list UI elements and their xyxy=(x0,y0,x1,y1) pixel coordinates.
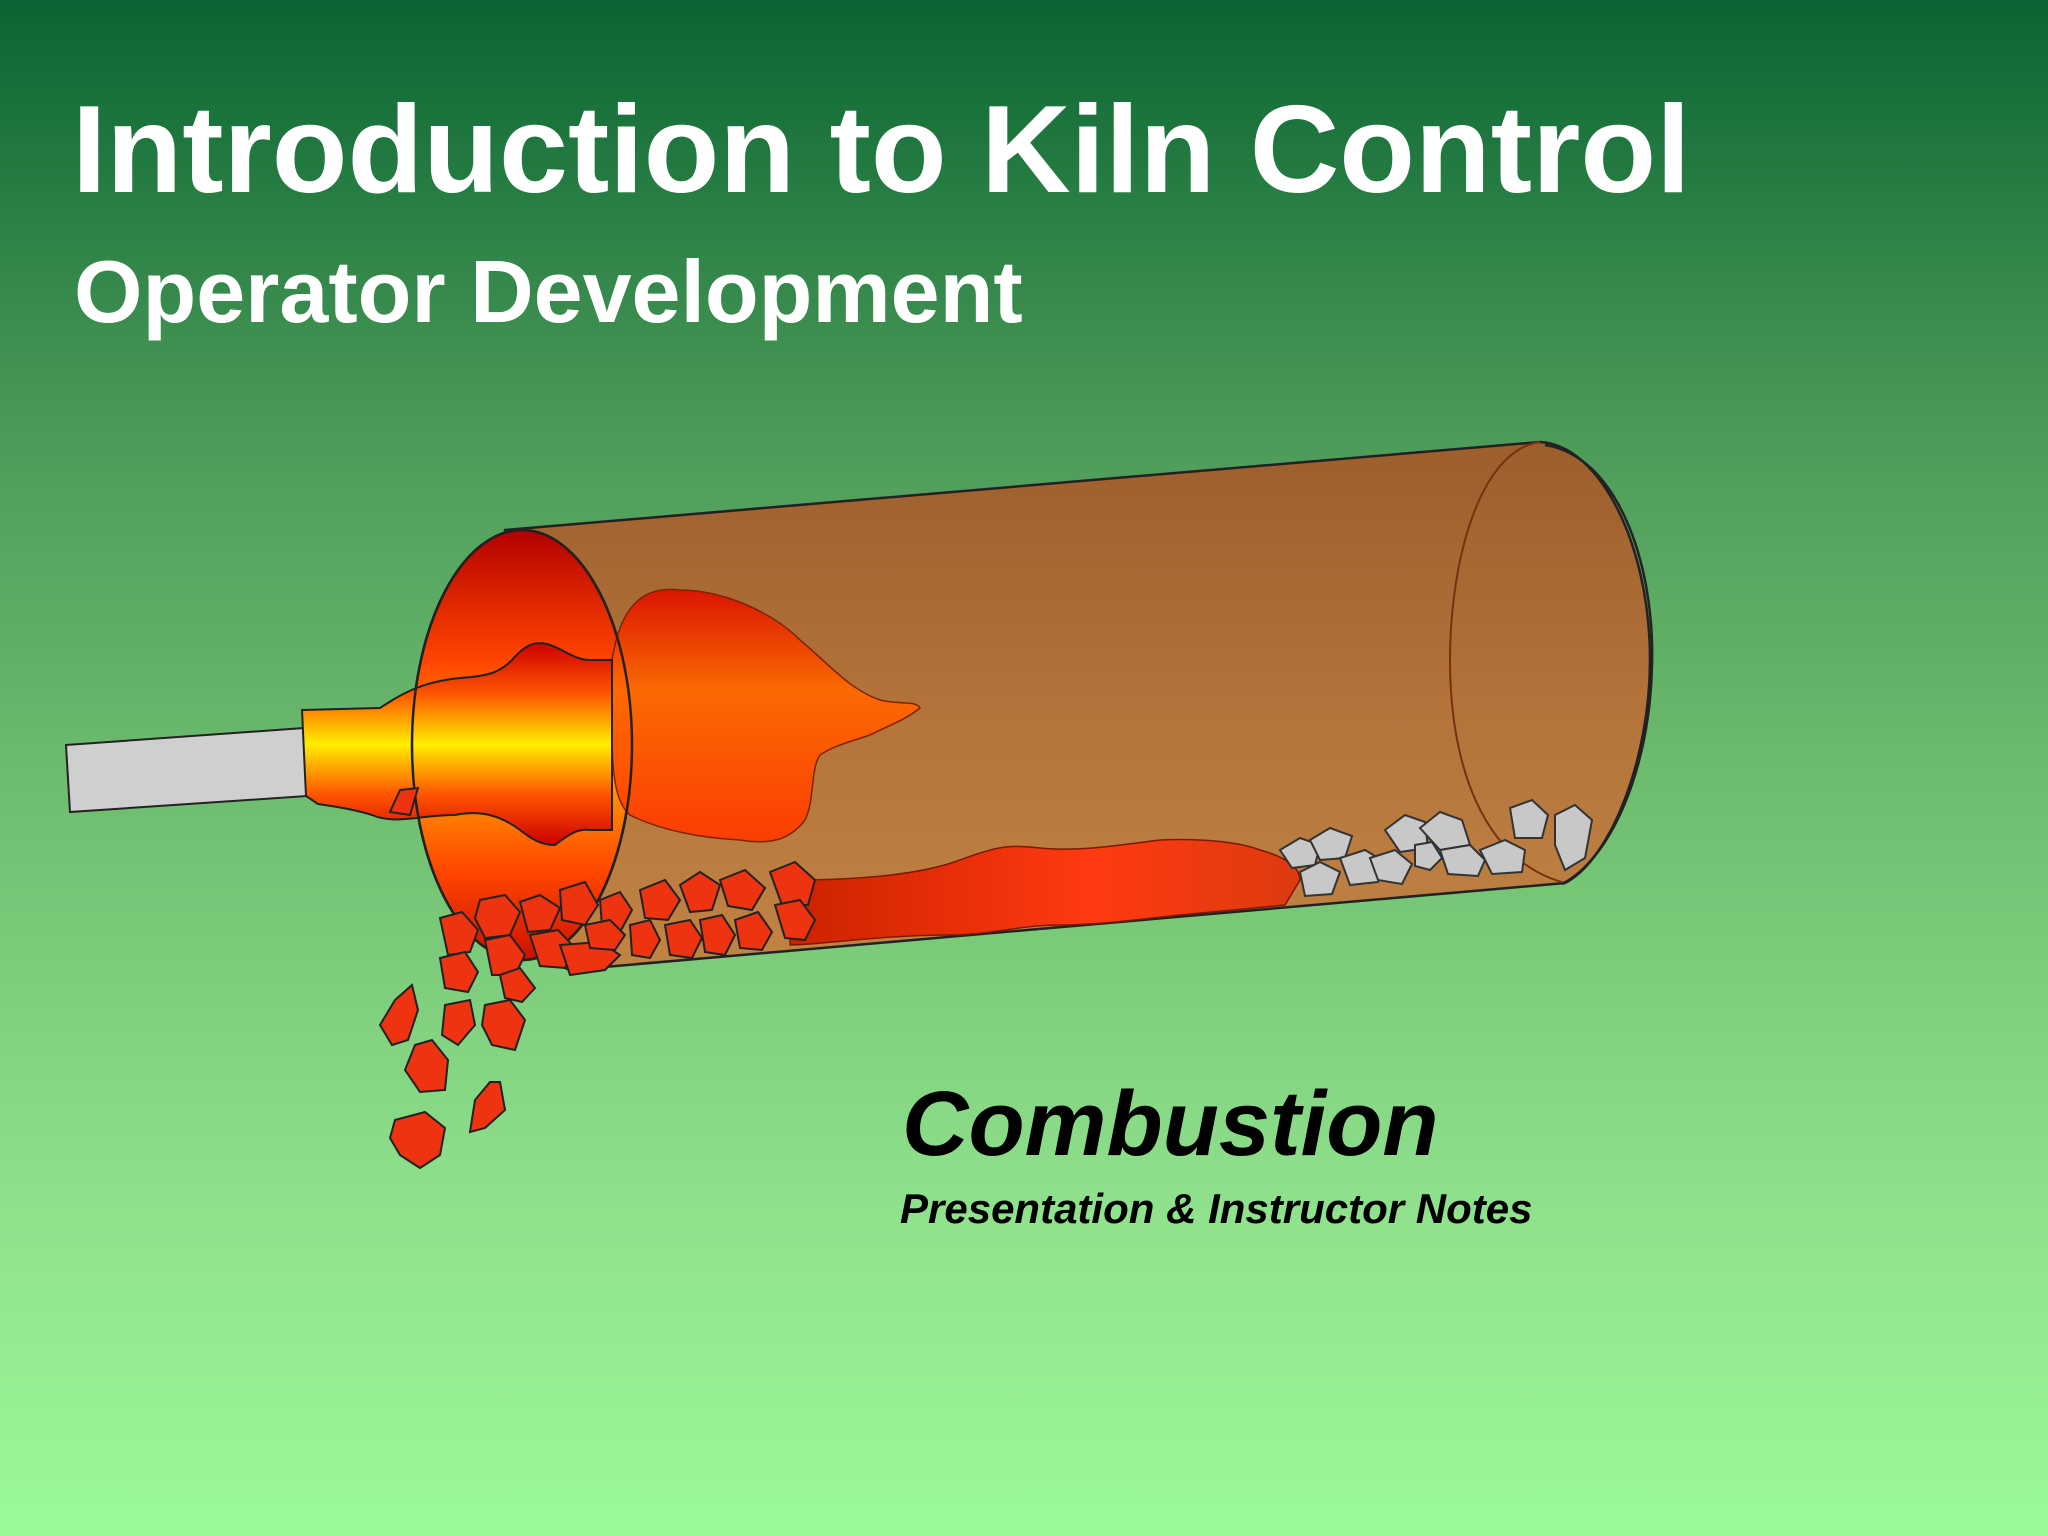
burner-flame xyxy=(300,642,613,847)
burner-pipe xyxy=(64,725,324,814)
topic-title: Combustion xyxy=(902,1073,1439,1175)
raw-feed-stones xyxy=(1278,798,1594,898)
flame-inner xyxy=(611,588,921,843)
clinker-chunks xyxy=(388,786,817,1004)
falling-clinker xyxy=(378,983,527,1170)
topic-subtitle: Presentation & Instructor Notes xyxy=(900,1185,1533,1232)
clinker-bed xyxy=(789,838,1301,946)
kiln-outer-edge xyxy=(1544,443,1654,886)
slide-subtitle: Operator Development xyxy=(74,242,1023,341)
slide-title: Introduction to Kiln Control xyxy=(72,81,1691,219)
